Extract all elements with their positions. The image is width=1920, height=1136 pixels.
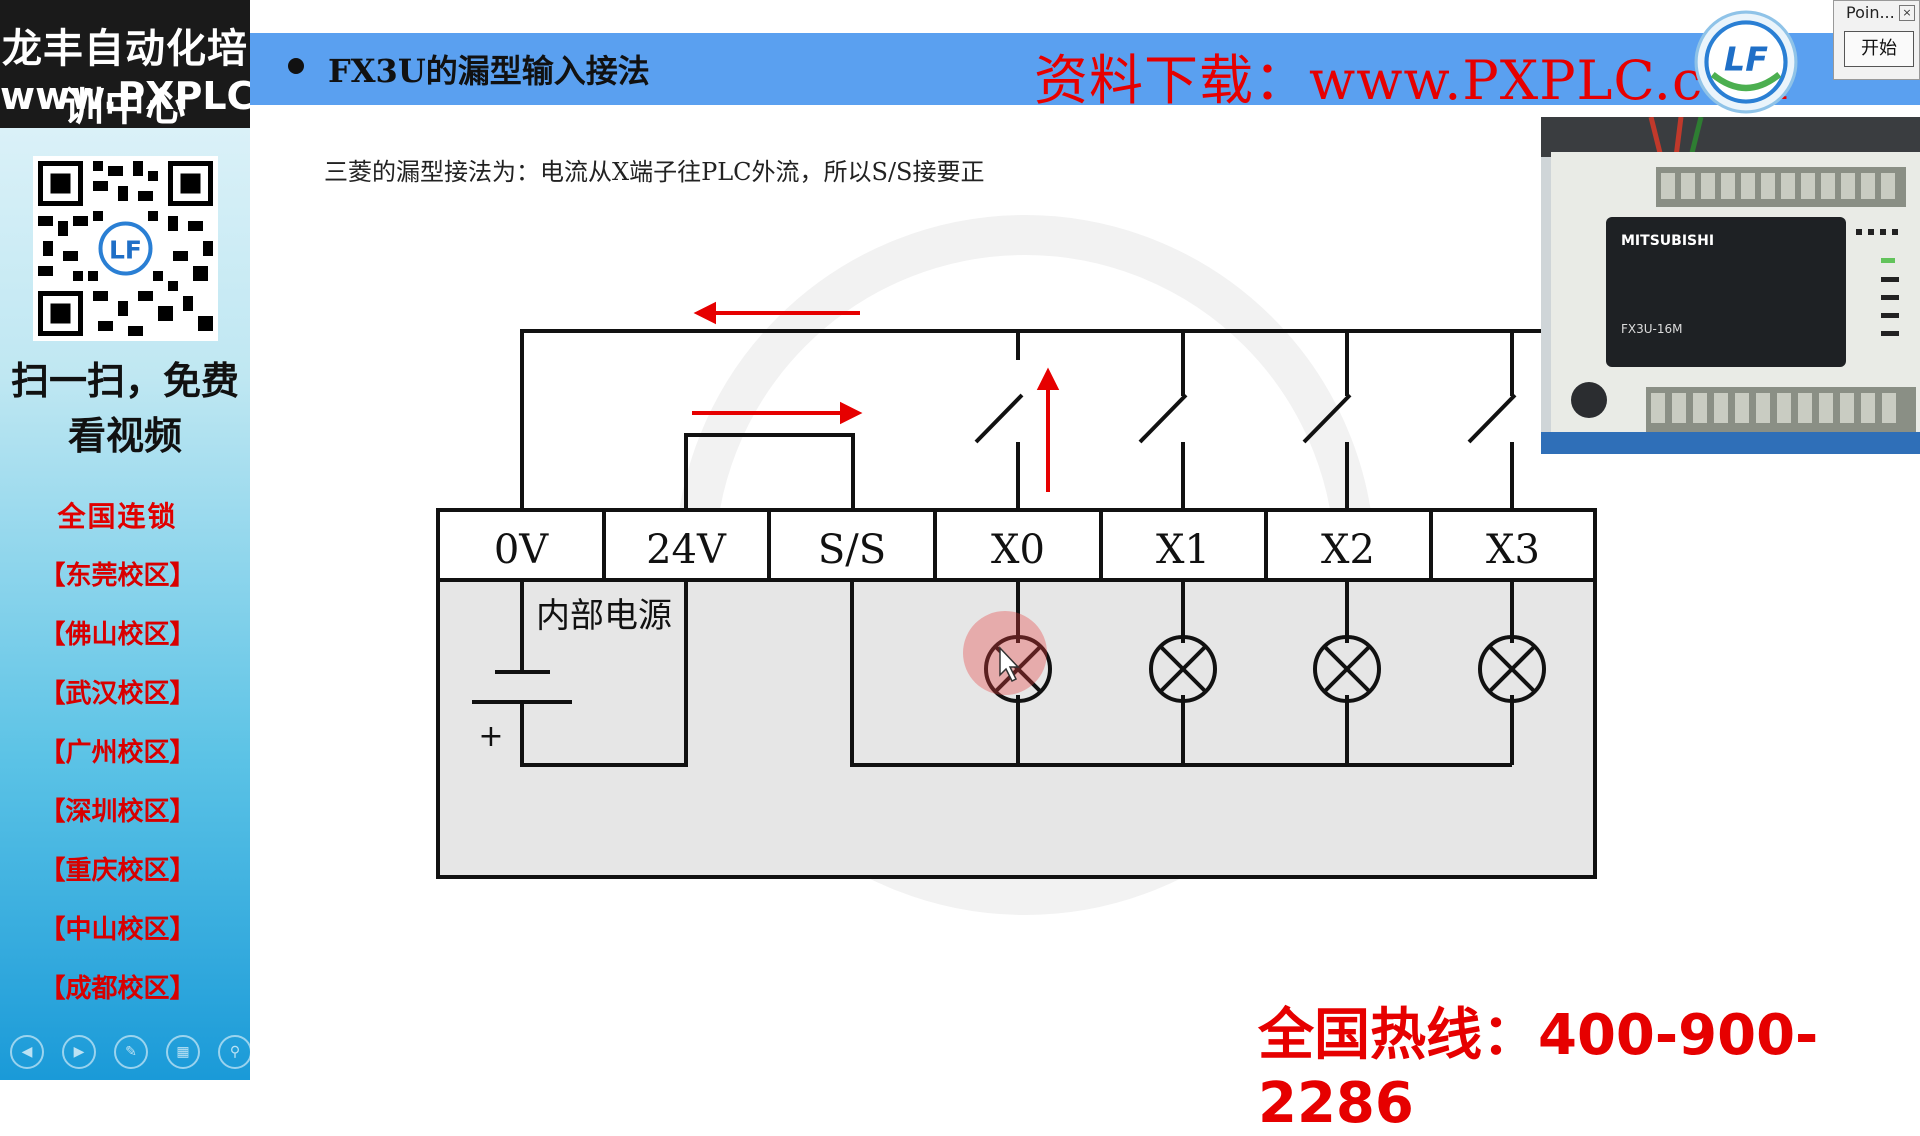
arrow-icon bbox=[693, 301, 716, 325]
slide-subtitle: 三菱的漏型接法为：电流从X端子往PLC外流，所以S/S接要正 bbox=[324, 158, 985, 186]
brand-name: 龙丰自动化培训中心 bbox=[2, 26, 248, 130]
campus-item: 【武汉校区】 bbox=[39, 679, 196, 709]
terminal-0v: 0V bbox=[494, 527, 549, 573]
bullet-icon bbox=[288, 58, 304, 74]
more-icon[interactable]: ··· bbox=[270, 1035, 304, 1069]
campus-item: 【东莞校区】 bbox=[39, 561, 196, 591]
svg-text:LF: LF bbox=[109, 236, 142, 265]
lf-logo-icon: LF bbox=[1694, 10, 1798, 114]
photo-model: FX3U-16M bbox=[1621, 322, 1683, 336]
chain-title: 全国连锁 bbox=[57, 500, 178, 533]
slideshow-controls: ◀ ▶ ✎ ▦ ⚲ ··· bbox=[10, 1035, 304, 1071]
logo-text: LF bbox=[1724, 39, 1768, 78]
plc-body bbox=[436, 578, 1597, 879]
plc-photo: MITSUBISHI FX3U-16M bbox=[1541, 117, 1920, 454]
photo-brand: MITSUBISHI bbox=[1621, 233, 1714, 249]
arrow-icon bbox=[1036, 367, 1060, 390]
campus-item: 【重庆校区】 bbox=[39, 856, 196, 886]
jumper-wire bbox=[684, 433, 855, 510]
lamp-icon bbox=[1149, 635, 1217, 703]
zoom-icon[interactable]: ⚲ bbox=[218, 1035, 252, 1069]
lamp-icon bbox=[1478, 635, 1546, 703]
grid-icon[interactable]: ▦ bbox=[166, 1035, 200, 1069]
campus-item: 【深圳校区】 bbox=[39, 797, 196, 827]
scan-caption: 扫一扫，免费看视频 bbox=[10, 359, 239, 458]
campus-item: 【成都校区】 bbox=[39, 974, 196, 1004]
internal-power-label: 内部电源 bbox=[536, 596, 672, 636]
terminal-x3: X3 bbox=[1486, 527, 1540, 573]
close-icon[interactable]: × bbox=[1899, 5, 1915, 21]
campus-item: 【中山校区】 bbox=[39, 915, 196, 945]
download-banner: 资料下载：www.PXPLC.com bbox=[1034, 49, 1789, 112]
slide-title: FX3U的漏型输入接法 bbox=[328, 52, 650, 90]
terminal-x2: X2 bbox=[1321, 527, 1375, 573]
common-wire bbox=[520, 329, 1541, 510]
qr-code-icon: LF bbox=[33, 156, 218, 341]
brand-banner: 龙丰自动化培训中心 www.PXPLC.com bbox=[0, 0, 358, 130]
title-bar bbox=[250, 33, 1920, 105]
plus-sign: + bbox=[478, 719, 503, 754]
start-button[interactable]: 开始 bbox=[1844, 31, 1914, 67]
campus-item: 【广州校区】 bbox=[39, 738, 196, 768]
sidebar: 龙丰自动化培训中心 www.PXPLC.com LF 扫一扫，免费看视频 全国连… bbox=[0, 0, 358, 1080]
brand-url: www.PXPLC.com bbox=[0, 74, 358, 118]
terminal-x1: X1 bbox=[1156, 527, 1210, 573]
terminal-strip bbox=[436, 508, 1597, 582]
lamp-icon bbox=[1313, 635, 1381, 703]
cursor-icon bbox=[999, 646, 1020, 683]
hotline-banner: 全国热线：400-900-2286 bbox=[1258, 1003, 1819, 1136]
pen-icon[interactable]: ✎ bbox=[114, 1035, 148, 1069]
terminal-ss: S/S bbox=[818, 527, 886, 573]
play-icon[interactable]: ▶ bbox=[62, 1035, 96, 1069]
cursor-highlight bbox=[963, 611, 1047, 695]
terminal-24v: 24V bbox=[646, 527, 727, 573]
campus-item: 【佛山校区】 bbox=[39, 620, 196, 650]
terminal-x0: X0 bbox=[991, 527, 1045, 573]
prev-icon[interactable]: ◀ bbox=[10, 1035, 44, 1069]
pointer-window-title: Poin... bbox=[1846, 3, 1895, 22]
pointer-window: Poin... × 开始 bbox=[1833, 0, 1920, 80]
arrow-icon bbox=[840, 401, 863, 425]
watermark-ring bbox=[675, 215, 1375, 915]
lamp-icon bbox=[984, 635, 1052, 703]
